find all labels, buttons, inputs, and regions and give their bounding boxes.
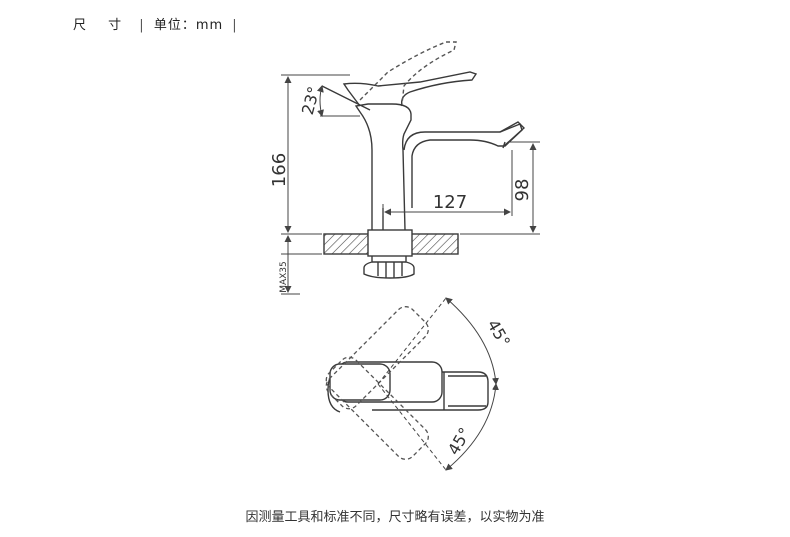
side-view — [321, 41, 526, 279]
header: 尺 寸 | 单位：mm | — [73, 14, 242, 33]
dim-total-height: 166 — [269, 153, 290, 187]
top-view — [327, 361, 489, 413]
handle-swing-dashed — [325, 306, 429, 460]
faucet-handle — [342, 71, 478, 107]
unit-label: 单位：mm — [153, 18, 224, 33]
dim-spout-reach: 127 — [433, 192, 467, 213]
dim-handle-tilt: 23° — [298, 84, 324, 116]
dim-max-deck: MAX35 — [279, 261, 289, 293]
faucet-body — [354, 103, 412, 232]
dimension-lines — [281, 74, 540, 295]
dim-spout-height: 98 — [512, 179, 533, 202]
handle-raised-dashed — [359, 41, 457, 105]
header-separator-end: | — [232, 18, 238, 33]
swing-arcs — [377, 297, 499, 471]
faucet-spout — [403, 123, 523, 208]
header-separator: | — [139, 18, 145, 33]
page-title: 尺 寸 — [73, 18, 131, 33]
dim-swing-left: 45° — [444, 424, 475, 458]
disclaimer-caption: 因测量工具和标准不同，尺寸略有误差，以实物为准 — [245, 510, 545, 525]
dim-swing-right: 45° — [483, 316, 514, 350]
mounting-nut — [363, 256, 415, 279]
